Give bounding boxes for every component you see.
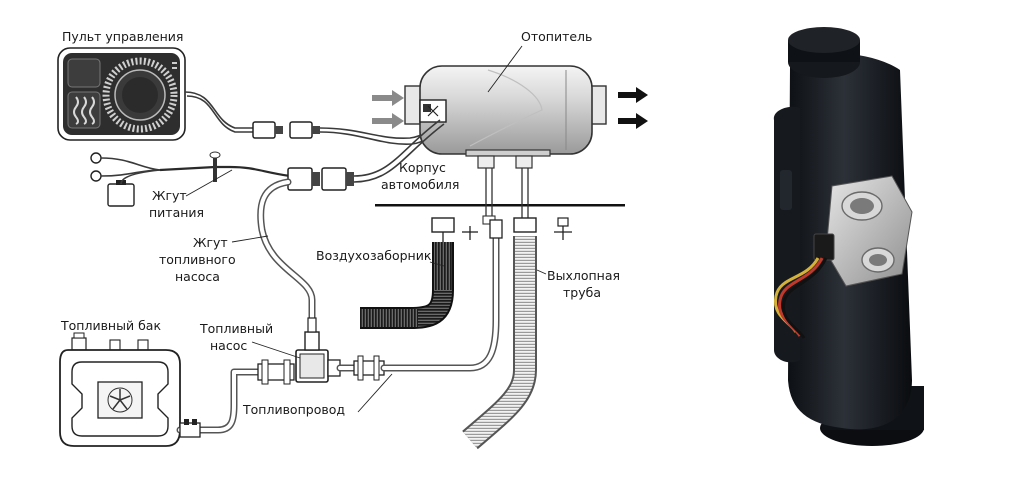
control-dial bbox=[102, 57, 178, 133]
car-body-line bbox=[375, 204, 625, 207]
power-harness-label-1: Жгут bbox=[152, 188, 187, 203]
inline-fittings bbox=[353, 355, 385, 381]
mount-brackets bbox=[431, 217, 572, 242]
fuel-pump bbox=[257, 317, 341, 385]
fuel-pump-label-2: насос bbox=[210, 338, 247, 353]
harness-connector bbox=[287, 167, 354, 191]
heater-label: Отопитель bbox=[521, 29, 592, 44]
control-panel-label: Пульт управления bbox=[62, 29, 183, 44]
fuel-tank bbox=[59, 332, 181, 447]
exhaust-label-2: труба bbox=[563, 285, 601, 300]
pump-harness bbox=[257, 178, 316, 334]
car-body-label-1: Корпус bbox=[399, 160, 446, 175]
heater-pipes bbox=[482, 168, 529, 225]
power-harness-label-2: питания bbox=[149, 205, 204, 220]
pump-harness-label-3: насоса bbox=[175, 269, 220, 284]
panel-connector bbox=[252, 121, 320, 139]
heater bbox=[404, 65, 607, 169]
pump-harness-label-2: топливного bbox=[159, 252, 236, 267]
air-intake-label: Воздухозаборник bbox=[316, 248, 432, 263]
panel-cable bbox=[184, 91, 255, 129]
tank-fitting bbox=[179, 419, 201, 438]
fuel-pump-label-1: Топливный bbox=[199, 321, 273, 336]
air-out-arrows bbox=[618, 87, 648, 129]
fuel-line-label: Топливопровод bbox=[242, 402, 345, 417]
heat-waves-icon bbox=[73, 96, 95, 125]
exhaust-pipe bbox=[462, 236, 537, 450]
power-harness bbox=[90, 151, 291, 207]
exhaust-label-1: Выхлопная bbox=[547, 268, 620, 283]
air-in-arrows bbox=[372, 90, 404, 129]
pump-harness-label-1: Жгут bbox=[193, 235, 228, 250]
car-body-label-2: автомобиля bbox=[381, 177, 459, 192]
fan-icon bbox=[107, 387, 133, 413]
control-panel bbox=[57, 47, 186, 141]
heater-photo bbox=[773, 27, 924, 446]
fuel-tank-label: Топливный бак bbox=[60, 318, 161, 333]
